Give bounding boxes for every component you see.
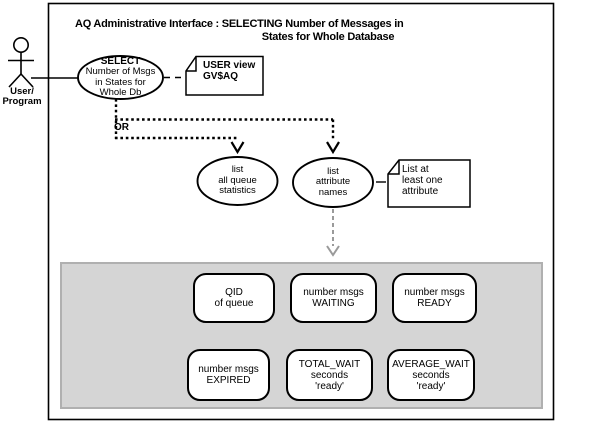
select-usecase-label: SELECT Number of Msgs in States for Whol… bbox=[78, 56, 163, 99]
list-all-queue-label: list all queue statistics bbox=[218, 164, 257, 197]
result-box-total-wait: TOTAL_WAIT seconds 'ready' bbox=[286, 349, 373, 401]
actor-label: User/ Program bbox=[2, 86, 42, 107]
arrowhead-list-attr-icon bbox=[326, 141, 340, 155]
user-view-note-label: USER view GV$AQ bbox=[203, 60, 256, 82]
list-attribute-ellipse bbox=[292, 157, 374, 208]
select-usecase-heading: SELECT bbox=[100, 55, 141, 67]
result-box-average-wait: AVERAGE_WAIT seconds 'ready' bbox=[387, 349, 475, 401]
least-one-note-label: List at least one attribute bbox=[402, 164, 443, 197]
or-branch-lines bbox=[114, 99, 335, 141]
or-label: OR bbox=[114, 122, 129, 133]
user-view-note-shape bbox=[185, 55, 264, 96]
select-usecase-ellipse bbox=[77, 55, 164, 100]
list-all-queue-ellipse bbox=[196, 156, 279, 206]
result-box-ready: number msgs READY bbox=[392, 273, 477, 323]
arrowhead-list-all-icon bbox=[230, 141, 245, 155]
diagram-title-line2: States for Whole Database bbox=[261, 31, 395, 43]
diagram-title-line1: AQ Administrative Interface : SELECTING … bbox=[75, 18, 404, 30]
result-box-expired: number msgs EXPIRED bbox=[187, 349, 270, 401]
results-arrowhead-icon bbox=[326, 245, 340, 257]
system-boundary-rect bbox=[47, 2, 555, 421]
least-one-note-shape bbox=[387, 159, 471, 208]
list-attribute-label: list attribute names bbox=[315, 165, 351, 198]
actor-icon bbox=[8, 36, 34, 88]
result-box-waiting: number msgs WAITING bbox=[290, 273, 377, 323]
result-box-qid: QID of queue bbox=[193, 273, 275, 323]
select-usecase-body: Number of Msgs in States for Whole Db bbox=[85, 66, 156, 98]
